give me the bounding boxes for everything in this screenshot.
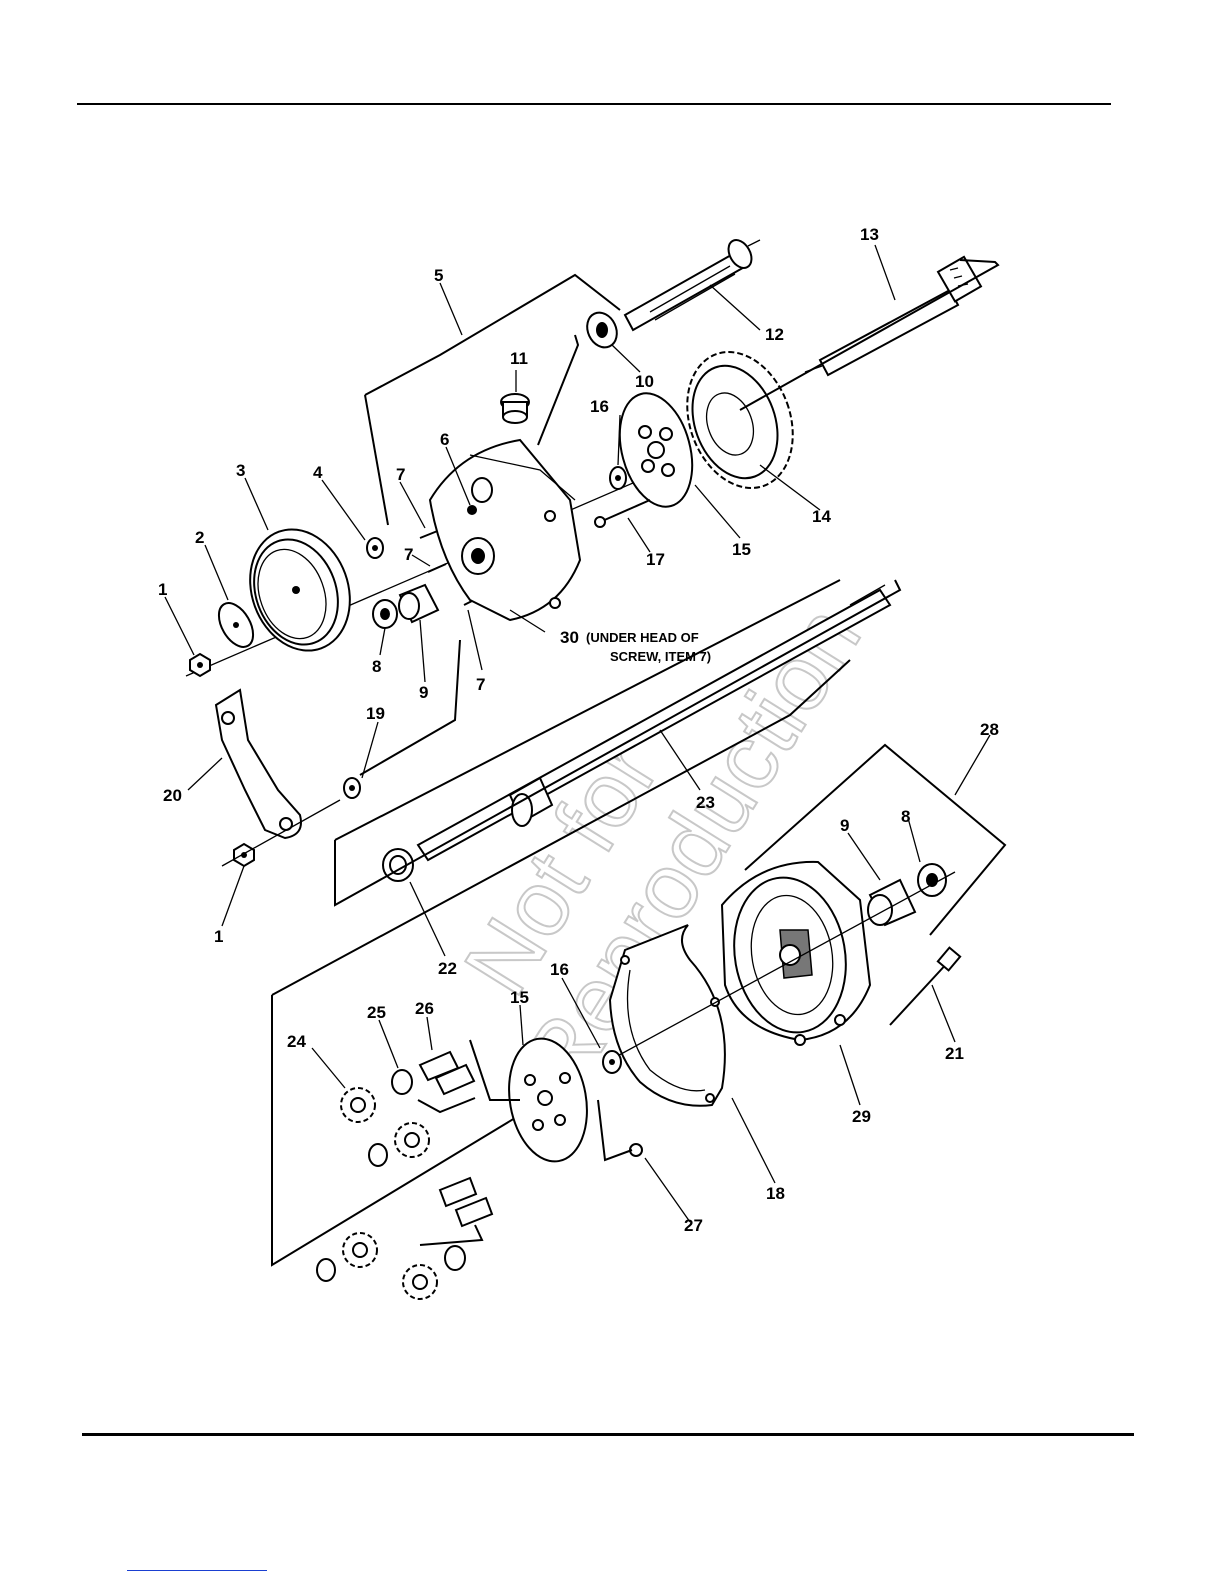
bushing-9-lower	[868, 880, 915, 925]
washer-2	[212, 597, 260, 653]
callout-13: 13	[860, 225, 879, 244]
callout-3: 3	[236, 461, 245, 480]
callout-15-lower: 15	[510, 988, 529, 1007]
group-bracket-5-left	[365, 395, 388, 525]
callout-20: 20	[163, 786, 182, 805]
callout-6: 6	[440, 430, 449, 449]
callout-27: 27	[684, 1216, 703, 1235]
callout-8-upper: 8	[372, 657, 381, 676]
gasket-18	[610, 925, 725, 1106]
washer-19	[344, 778, 360, 798]
callout-19: 19	[366, 704, 385, 723]
spacer-25-set	[317, 1070, 465, 1281]
callout-5: 5	[434, 266, 443, 285]
callout-25: 25	[367, 1003, 386, 1022]
callout-17: 17	[646, 550, 665, 569]
callout-2: 2	[195, 528, 204, 547]
callout-16-lower: 16	[550, 960, 569, 979]
bearing-10	[582, 308, 623, 352]
callout-7-b: 7	[404, 545, 413, 564]
callout-24: 24	[287, 1032, 306, 1051]
callout-29: 29	[852, 1107, 871, 1126]
group-bracket-5	[365, 275, 620, 395]
callout-26: 26	[415, 999, 434, 1018]
shaft-13	[805, 257, 981, 375]
shaft-12	[625, 236, 760, 330]
callout-9-lower: 9	[840, 816, 849, 835]
planet-gear-24d	[403, 1265, 437, 1299]
nut-1-lower	[234, 844, 254, 866]
plug-11	[501, 394, 529, 423]
group-bracket-24-lower	[420, 1225, 482, 1245]
callout-14: 14	[812, 507, 831, 526]
callout-12: 12	[765, 325, 784, 344]
bracket-20	[216, 690, 301, 838]
group-bracket-lower	[272, 995, 520, 1265]
callout-28: 28	[980, 720, 999, 739]
callout-15-upper: 15	[732, 540, 751, 559]
pulley-3	[234, 515, 367, 664]
callout-9-upper: 9	[419, 683, 428, 702]
callout-16-upper: 16	[590, 397, 609, 416]
callout-7-a: 7	[396, 465, 405, 484]
note-30: 30 (UNDER HEAD OF SCREW, ITEM 7)	[560, 628, 711, 664]
callout-8-lower: 8	[901, 807, 910, 826]
group-bracket-5-right	[538, 335, 578, 445]
callout-10: 10	[635, 372, 654, 391]
washer-16-lower	[603, 1051, 621, 1073]
bearing-8-upper	[373, 600, 397, 628]
washer-4	[367, 538, 383, 558]
planet-gear-24a	[341, 1088, 375, 1122]
callout-23: 23	[696, 793, 715, 812]
housing-29	[722, 862, 870, 1045]
group-bracket-27	[598, 1100, 632, 1160]
note-30-line2: SCREW, ITEM 7)	[610, 649, 711, 664]
nut-1-upper	[190, 654, 210, 676]
planet-gear-24c	[343, 1233, 377, 1267]
housing-5	[430, 440, 580, 620]
callout-21: 21	[945, 1044, 964, 1063]
washer-16-upper	[610, 467, 626, 489]
callout-7-c: 7	[476, 675, 485, 694]
callout-4: 4	[313, 463, 323, 482]
callout-30: 30	[560, 628, 579, 647]
bushing-9-upper	[399, 585, 438, 622]
callout-1-lower: 1	[214, 927, 223, 946]
callout-22: 22	[438, 959, 457, 978]
callout-1-upper: 1	[158, 580, 167, 599]
callout-11: 11	[510, 349, 528, 368]
planet-gear-24b	[395, 1123, 429, 1157]
bolt-21	[890, 948, 960, 1025]
callout-18: 18	[766, 1184, 785, 1203]
group-bracket-24	[418, 1098, 475, 1112]
bolt-17	[595, 500, 650, 527]
bearing-8-lower	[918, 864, 946, 896]
note-30-line1: (UNDER HEAD OF	[586, 630, 699, 645]
